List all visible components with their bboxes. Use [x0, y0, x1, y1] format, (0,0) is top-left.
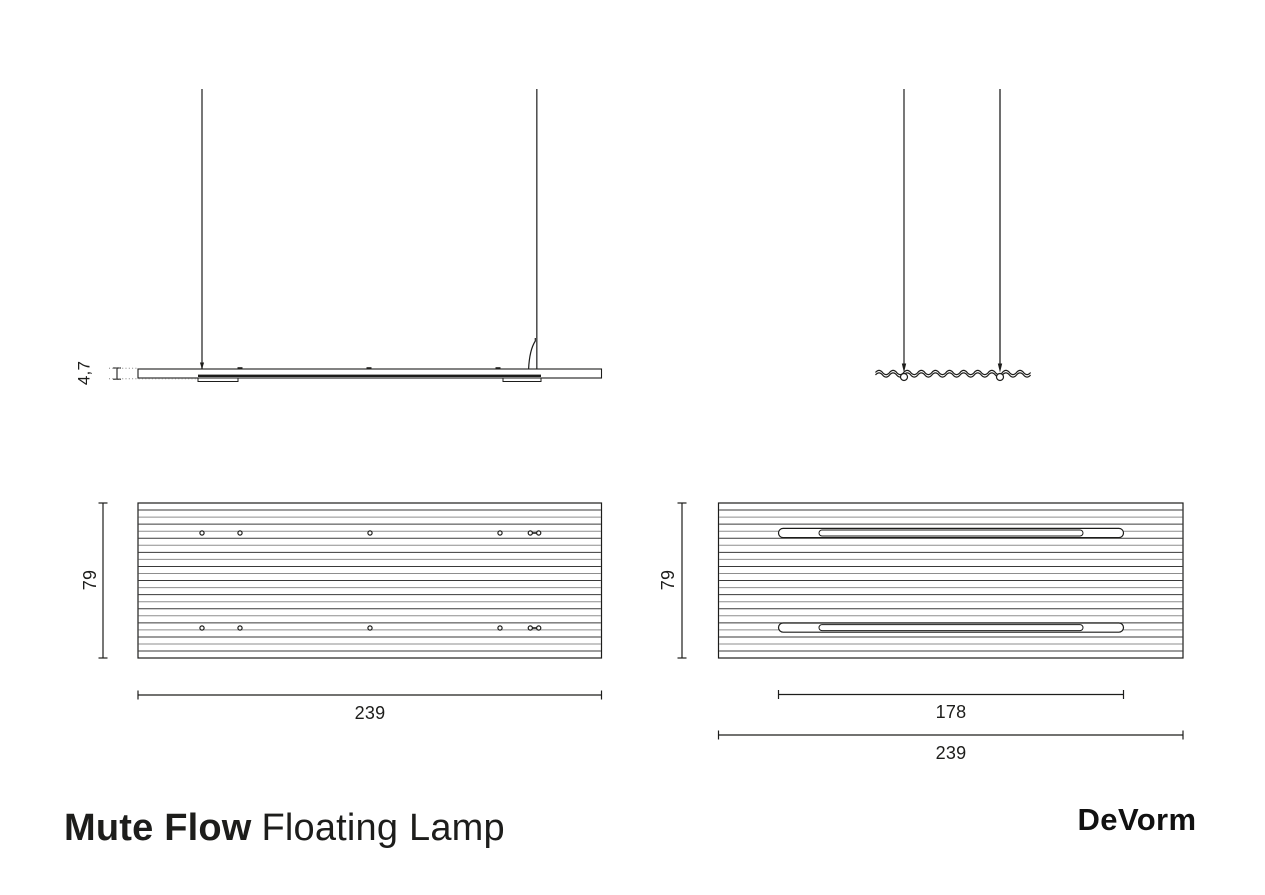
cable-mount-ring	[899, 372, 909, 382]
mount-hole	[367, 530, 373, 536]
plan-bottom-height-dimension-label: 79	[658, 569, 678, 591]
fluted-profile-wave-upper	[875, 369, 1032, 376]
mount-hole	[237, 625, 243, 631]
mount-hole	[536, 530, 542, 536]
fluted-panel-edge	[198, 374, 541, 377]
product-type: Floating Lamp	[261, 807, 505, 849]
mount-hole	[199, 530, 205, 536]
light-slot-inner	[818, 624, 1084, 632]
mount-bump	[495, 367, 501, 370]
side-thickness-dimension-label: 4,7	[74, 360, 94, 386]
side-elevation-view	[109, 89, 603, 382]
mount-hole	[497, 625, 503, 631]
mount-hole	[527, 625, 534, 631]
plan-bottom-light-length-dimension-label: 178	[935, 702, 967, 722]
plan-view-top-panel	[98, 502, 603, 700]
plan-bottom-width-dimension-label: 239	[935, 743, 967, 763]
plan-top-width-dimension-label: 239	[354, 703, 386, 723]
cable-mount-ring	[995, 372, 1005, 382]
panel-end-cap-right	[502, 377, 542, 382]
fluted-profile-wave-lower	[875, 372, 1032, 378]
power-cord-curve	[528, 338, 536, 370]
mount-hole	[536, 625, 542, 631]
mount-hole	[237, 530, 243, 536]
light-slot-inner	[818, 529, 1084, 537]
cable-attachment	[997, 363, 1003, 373]
plan-top-height-dimension-label: 79	[80, 569, 100, 591]
mount-bump	[366, 367, 372, 370]
mount-hole	[497, 530, 503, 536]
mount-bump	[237, 367, 243, 370]
cable-attachment	[901, 363, 907, 373]
mount-hole	[199, 625, 205, 631]
panel-end-cap-left	[197, 377, 239, 382]
brand-logo: DeVorm	[1077, 802, 1197, 837]
product-name: Mute Flow	[64, 807, 252, 849]
plan-view-light-panel	[677, 502, 1184, 740]
mount-hole	[367, 625, 373, 631]
end-elevation-view	[875, 89, 1032, 382]
mount-hole	[527, 530, 534, 536]
cable-attachment	[199, 362, 205, 370]
